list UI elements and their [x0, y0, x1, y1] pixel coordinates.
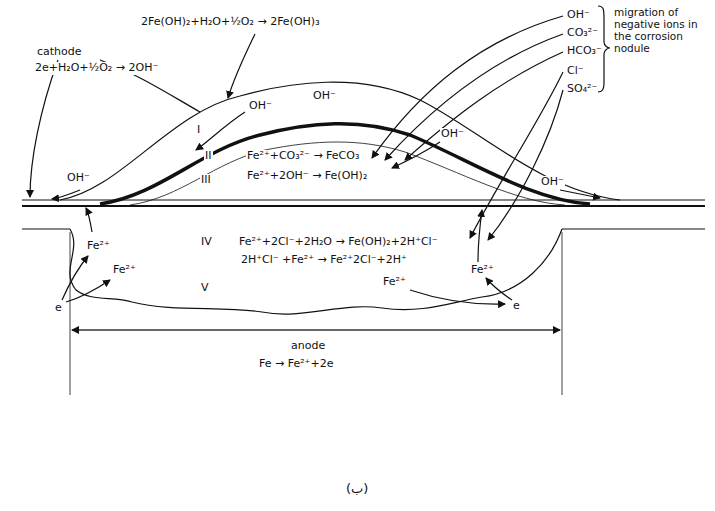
ion-arrow — [560, 190, 600, 198]
ion-arrow — [478, 210, 482, 262]
caption: (ب) — [345, 482, 369, 497]
ion-name: OH⁻ — [66, 172, 91, 185]
migration-arrow — [372, 16, 563, 158]
layer-number: V — [200, 282, 210, 295]
nodule-inner-layer — [130, 142, 565, 205]
label: cathode — [36, 46, 83, 59]
electron-label: e — [54, 302, 63, 315]
reaction-arrow — [228, 34, 255, 98]
ion-name: CO₃²⁻ — [566, 27, 599, 40]
electron-label: e — [512, 300, 521, 313]
electron-arrow — [62, 256, 88, 300]
ion-name: HCO₃⁻ — [566, 45, 603, 58]
pipe-wall — [22, 228, 70, 229]
ion-name: Fe²⁺ — [382, 276, 407, 289]
label: anode — [290, 340, 326, 353]
reaction-formula: Fe → Fe²⁺+2e — [258, 358, 334, 371]
layer-number: I — [196, 124, 201, 137]
layer-number: IV — [200, 236, 213, 249]
ion-arrow — [52, 190, 80, 199]
ion-name: Fe²⁺ — [470, 264, 495, 277]
ion-name: OH⁻ — [248, 100, 273, 113]
reaction-formula: Fe²⁺+CO₃²⁻ → FeCO₃ — [246, 150, 360, 163]
ion-name: OH⁻ — [540, 176, 565, 189]
layer-number: II — [204, 150, 213, 163]
ion-name: OH⁻ — [566, 9, 591, 22]
migration-arrow — [470, 72, 563, 238]
pipe-wall — [22, 205, 705, 207]
ion-name: Cl⁻ — [566, 65, 585, 78]
dimension-line — [72, 330, 560, 331]
electron-arrow — [486, 278, 512, 300]
nodule-outer-crust — [60, 82, 620, 200]
reaction-formula: Fe²⁺+2OH⁻ → Fe(OH)₂ — [246, 170, 368, 183]
migration-arrow — [488, 90, 563, 240]
ion-name: OH⁻ — [440, 128, 465, 141]
migration-arrow — [405, 52, 563, 160]
corrosion-pit — [70, 229, 562, 314]
ion-name: OH⁻ — [312, 90, 337, 103]
ion-arrow — [392, 142, 440, 168]
dimension-tick — [562, 232, 563, 395]
ion-name: Fe²⁺ — [112, 264, 137, 277]
electron-arrow — [66, 280, 110, 302]
cathode-leader — [30, 60, 58, 197]
note-text: migration of negative ions in the corros… — [613, 6, 711, 54]
ion-name: SO₄²⁻ — [566, 83, 598, 96]
electron-arrow — [410, 290, 505, 304]
pipe-wall — [562, 228, 705, 229]
reaction-formula: Fe²⁺+2Cl⁻+2H₂O → Fe(OH)₂+2H⁺Cl⁻ — [238, 236, 438, 249]
ion-arrow — [196, 112, 245, 150]
dimension-line — [72, 330, 560, 331]
ion-name: Fe²⁺ — [86, 240, 111, 253]
reaction-formula: 2e+H₂O+½O₂ → 2OH⁻ — [34, 62, 159, 75]
ion-arrow — [86, 208, 92, 232]
migration-arrow — [385, 34, 563, 160]
layer-number: III — [200, 174, 212, 187]
reaction-formula: 2Fe(OH)₂+H₂O+½O₂ → 2Fe(OH)₃ — [140, 16, 321, 29]
reaction-formula: 2H⁺Cl⁻ +Fe²⁺ → Fe²⁺2Cl⁻+2H⁺ — [240, 254, 408, 267]
dimension-tick — [70, 232, 71, 395]
nodule-dense-layer — [100, 124, 590, 204]
